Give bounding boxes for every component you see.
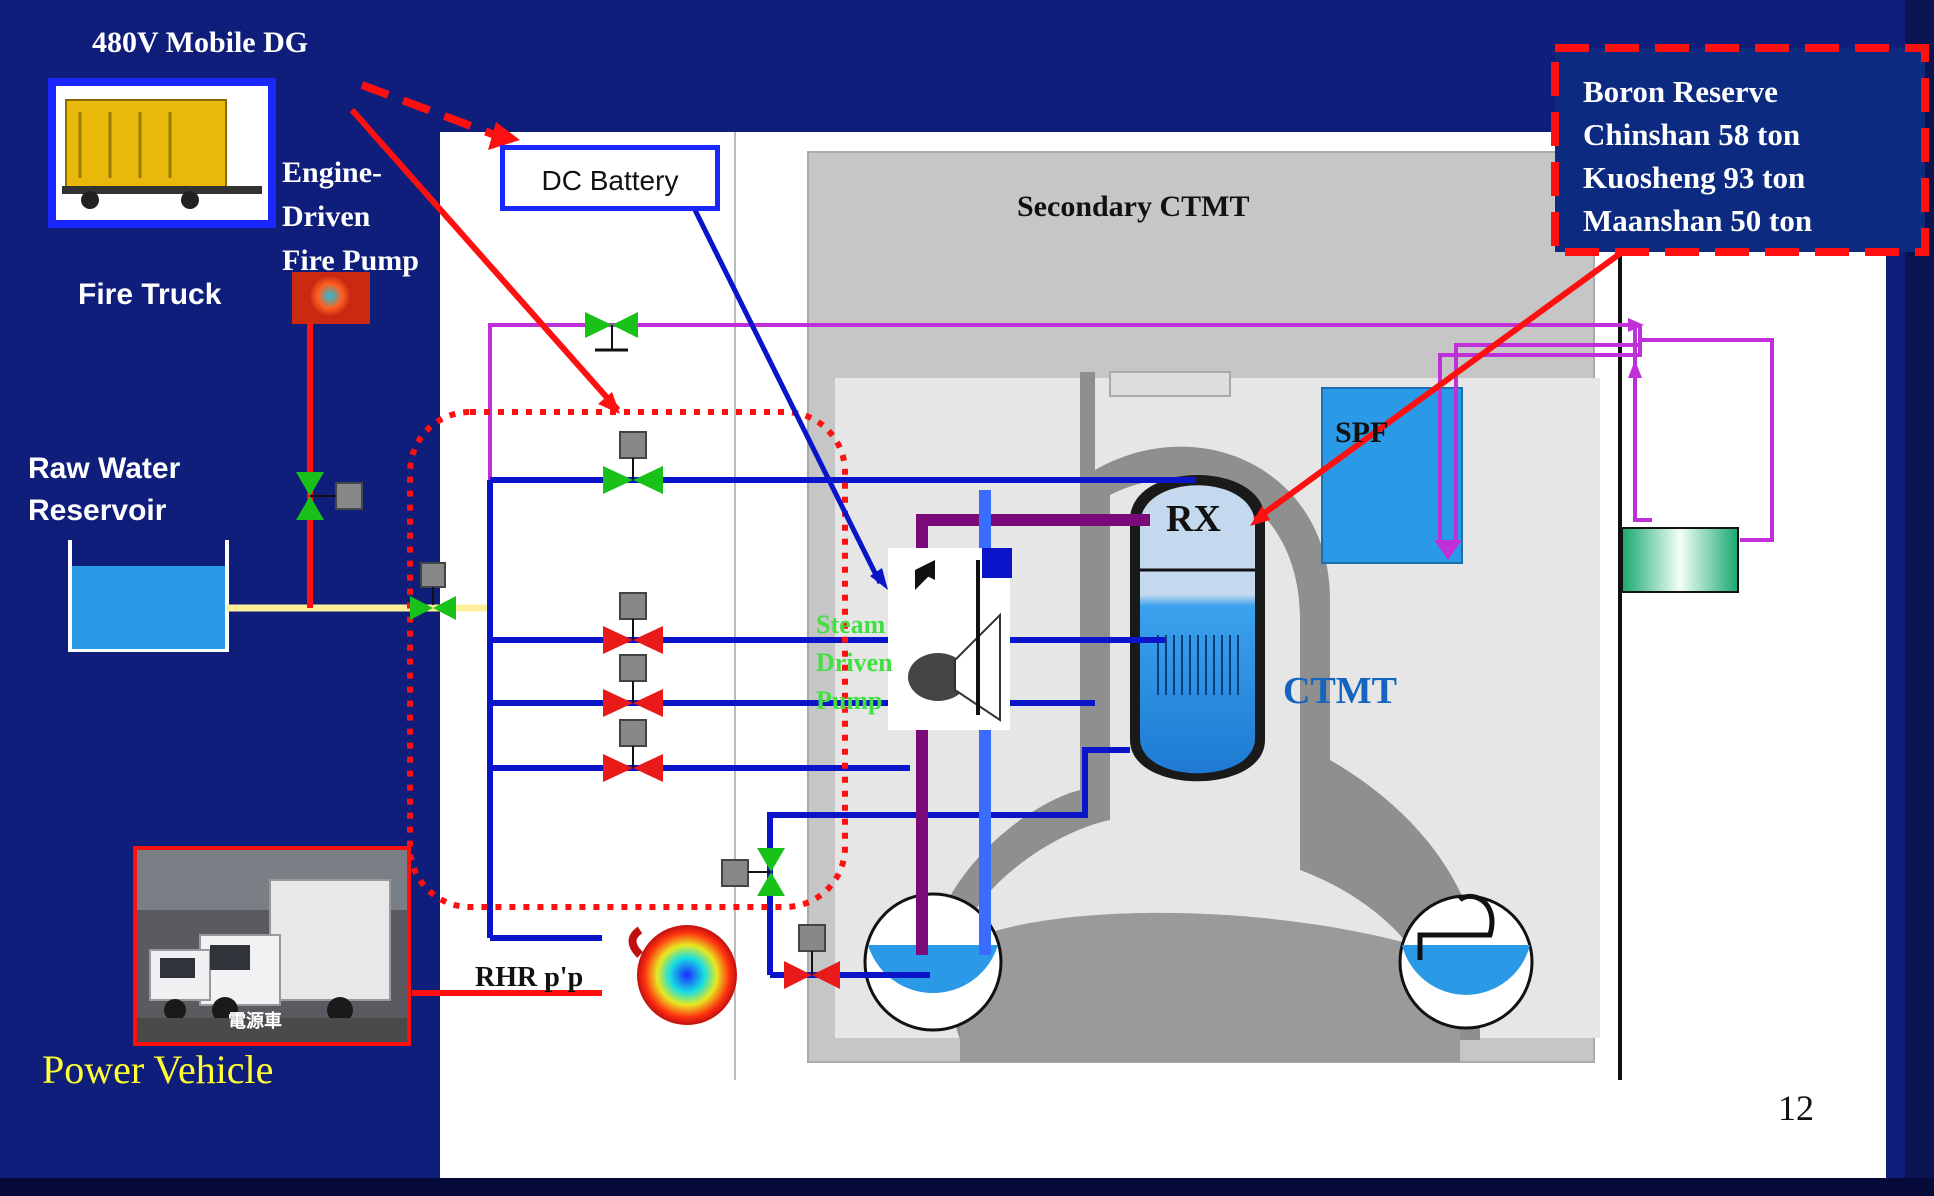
- fuel-core: [1157, 635, 1239, 695]
- containment-cap: [1109, 371, 1231, 397]
- operating-boundary: [407, 409, 848, 910]
- fire-truck-label: Fire Truck: [78, 278, 222, 311]
- battery-arrowhead: [870, 568, 888, 590]
- purple-steam-lines: [916, 514, 1150, 955]
- steam-pump-label-line2: Driven: [816, 648, 893, 677]
- primary-containment-shell: [930, 372, 1480, 1040]
- dc-battery-box: DC Battery: [500, 145, 720, 211]
- power-vehicle-label: Power Vehicle: [42, 1047, 274, 1092]
- boron-reserve-box: [1551, 44, 1929, 256]
- battery-control-line: [692, 208, 883, 585]
- valve-drywell-spray[interactable]: [603, 719, 663, 782]
- spf-label: SPF: [1335, 416, 1389, 449]
- reservoir-outline: [68, 540, 229, 652]
- suppression-water-left: [868, 945, 998, 994]
- mobile-dg-generator-icon: [65, 99, 227, 189]
- dc-battery-label: DC Battery: [541, 165, 679, 196]
- engine-pump-label-line1: Engine-: [282, 156, 383, 189]
- dg-arrowhead: [488, 122, 520, 150]
- reservoir-water: [72, 566, 225, 649]
- engine-pump-label-line2: Driven: [282, 200, 371, 233]
- suppression-water-right: [1402, 945, 1530, 995]
- raw-water-label-line2: Reservoir: [28, 494, 167, 527]
- steam-pump-label-line3: Pump: [816, 686, 883, 715]
- engine-pump-label-line3: Fire Pump: [282, 244, 419, 277]
- rhr-pump-impeller: [637, 925, 737, 1025]
- dg-to-battery-dashed: [360, 81, 497, 139]
- valve-injection[interactable]: [603, 654, 663, 717]
- magenta-arrowheads: [1434, 318, 1644, 560]
- boron-reserve-maanshan: Maanshan 50 ton: [1583, 203, 1813, 238]
- valve-magenta-line[interactable]: [585, 312, 638, 352]
- rhr-pump-label: RHR p'p: [475, 962, 584, 993]
- ctmt-label: CTMT: [1283, 670, 1397, 712]
- boron-reserve-title: Boron Reserve: [1583, 74, 1778, 109]
- secondary-ctmt-label: Secondary CTMT: [1017, 190, 1250, 223]
- turbine-top: [982, 548, 1012, 578]
- valve-rhr-discharge[interactable]: [784, 924, 840, 989]
- turbine-body: [908, 653, 968, 701]
- valve-core-spray[interactable]: [603, 592, 663, 654]
- condensate-tank: [1621, 527, 1739, 593]
- downcomer: [1417, 893, 1495, 960]
- valve-rx-line[interactable]: [603, 431, 663, 494]
- steam-pump-valve-icon: [915, 560, 935, 590]
- page-number: 12: [1778, 1088, 1814, 1128]
- steam-pump-label-line1: Steam: [816, 610, 886, 639]
- mobile-dg-label: 480V Mobile DG: [92, 26, 309, 59]
- bottom-band: [0, 1178, 1934, 1196]
- reactor-vessel: [1140, 485, 1255, 774]
- valve-rhr-bypass[interactable]: [721, 848, 785, 896]
- suppression-area: [960, 912, 1460, 1062]
- valve-fire-truck[interactable]: [296, 472, 363, 520]
- boron-reserve-text: Boron Reserve Chinshan 58 ton Kuosheng 9…: [1583, 70, 1812, 242]
- raw-water-label-line1: Raw Water: [28, 452, 181, 485]
- rhr-pump-inlet: [628, 926, 643, 958]
- boron-reserve-chinshan: Chinshan 58 ton: [1583, 117, 1801, 152]
- magenta-pipes: [488, 323, 1774, 542]
- valve-feed[interactable]: [410, 562, 456, 620]
- truck-sign-label: 電源車: [228, 1011, 282, 1031]
- power-lines: [349, 108, 1627, 996]
- boron-reserve-kuosheng: Kuosheng 93 ton: [1583, 160, 1806, 195]
- rx-label: RX: [1166, 498, 1221, 540]
